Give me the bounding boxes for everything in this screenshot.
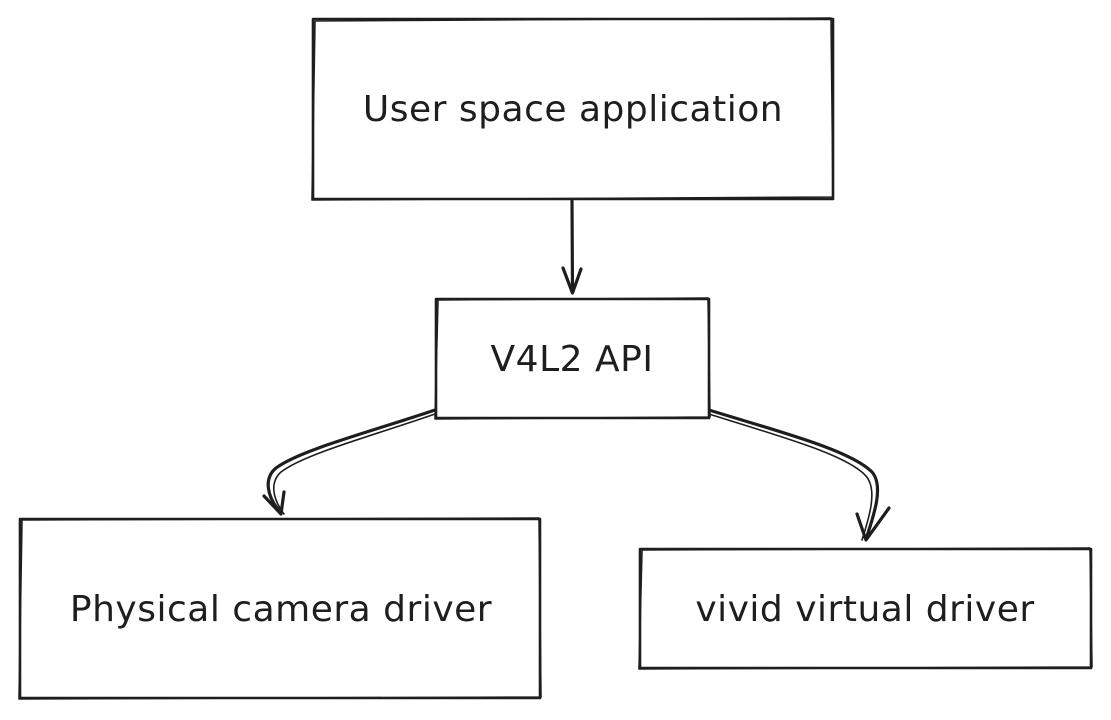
edge-v4l2-to-physical — [262, 408, 437, 516]
node-v4l2-api: V4L2 API — [434, 297, 711, 420]
node-physical-camera-driver: Physical camera driver — [18, 517, 542, 700]
edge-user-space-to-v4l2 — [561, 199, 583, 295]
node-vivid-virtual-driver: vivid virtual driver — [638, 547, 1093, 670]
node-label: Physical camera driver — [70, 589, 492, 630]
node-label: User space application — [363, 89, 783, 130]
node-label: V4L2 API — [491, 339, 654, 380]
edge-v4l2-to-vivid — [707, 408, 891, 542]
node-label: vivid virtual driver — [695, 589, 1034, 630]
node-user-space-application: User space application — [311, 17, 835, 201]
